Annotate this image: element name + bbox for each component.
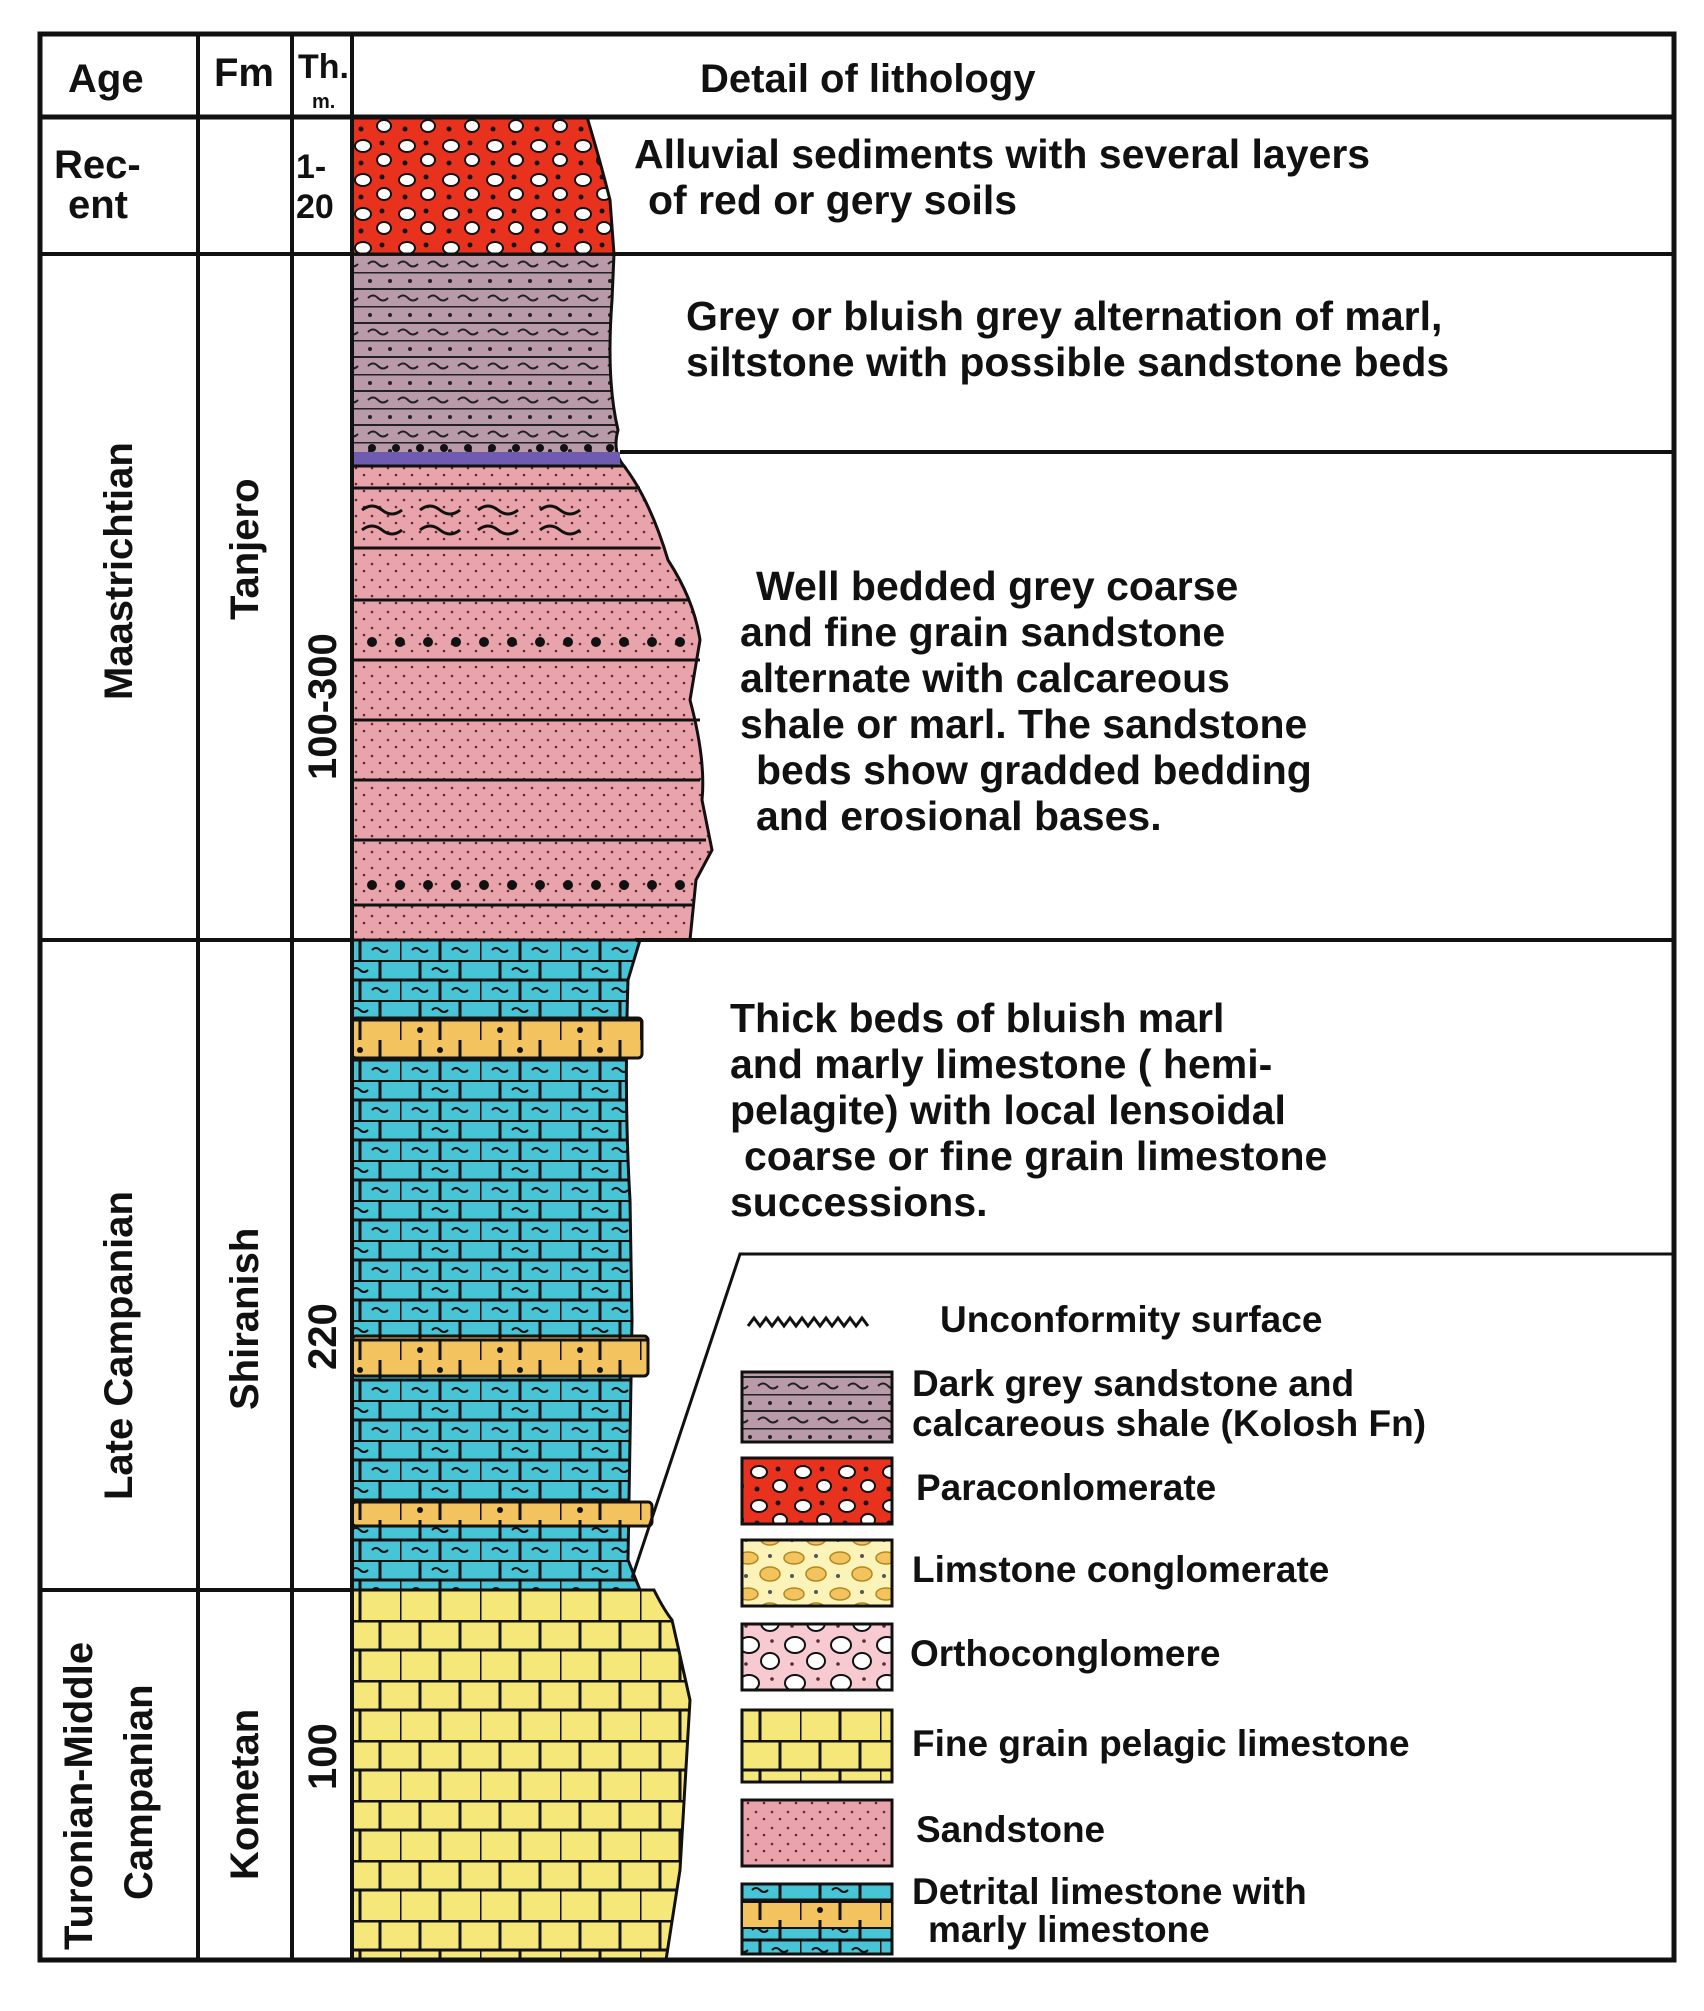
tanjero-sandstone-bed [350, 464, 714, 942]
sandstone-markings [352, 486, 706, 907]
desc-line: siltstone with possible sandstone beds [686, 339, 1449, 385]
header-th: Th. [298, 48, 349, 86]
desc-line: and erosional bases. [756, 793, 1162, 839]
limestone-conglomerate-swatch-icon [740, 1538, 894, 1608]
legend-label: Unconformity surface [940, 1299, 1322, 1340]
pelagic-limestone-swatch-icon [740, 1708, 894, 1784]
thickness-recent-line-2: 20 [296, 188, 334, 226]
legend-item-pelagic-limestone: Fine grain pelagic limestone [740, 1708, 1410, 1784]
desc-line: beds show gradded bedding [756, 747, 1312, 793]
shiranish-orange-bed-1 [350, 1016, 644, 1060]
age-recent-line-1: Rec- [54, 143, 141, 187]
formation-shiranish: Shiranish [223, 1228, 267, 1410]
marl-siltstone-bed [350, 252, 628, 468]
recent-conglomerate-bed [350, 115, 616, 256]
formation-labels: Tanjero Shiranish Kometan [223, 478, 267, 1880]
desc-line: successions. [730, 1179, 988, 1225]
desc-line: and marly limestone ( hemi- [730, 1041, 1272, 1087]
legend-item-limestone-conglomerate: Limstone conglomerate [740, 1538, 1329, 1608]
header-age: Age [68, 57, 144, 101]
description-marl: Grey or bluish grey alternation of marl,… [686, 293, 1449, 385]
legend-item-sandstone: Sandstone [740, 1798, 1105, 1868]
thickness-tanjero: 100-300 [301, 633, 345, 780]
desc-line: alternate with calcareous [740, 655, 1230, 701]
pebble-rows [367, 444, 685, 890]
desc-line: Alluvial sediments with several layers [634, 131, 1370, 177]
legend-label: Dark grey sandstone and [912, 1363, 1354, 1404]
header-th-unit: m. [312, 91, 335, 113]
thickness-labels: 1- 20 100-300 220 100 [296, 148, 345, 1790]
kometan-limestone-bed [350, 1588, 692, 1962]
kolosh-swatch-icon [740, 1370, 894, 1444]
legend-label: calcareous shale (Kolosh Fn) [912, 1403, 1426, 1444]
age-labels: Rec- ent Maastrichtian Late Campanian Tu… [54, 143, 161, 1950]
description-recent: Alluvial sediments with several layers o… [634, 131, 1370, 223]
legend-item-kolosh: Dark grey sandstone and calcareous shale… [740, 1363, 1426, 1444]
description-tanjero-sandstone: Well bedded grey coarse and fine grain s… [740, 563, 1312, 839]
formation-tanjero: Tanjero [223, 478, 267, 620]
age-turonian-line-1: Turonian-Middle [57, 1642, 101, 1950]
desc-line: and fine grain sandstone [740, 609, 1225, 655]
legend: Unconformity surface Dark grey sandstone… [740, 1299, 1426, 1956]
table-grid [37, 31, 1677, 1963]
desc-line: Thick beds of bluish marl [730, 995, 1224, 1041]
desc-line: Grey or bluish grey alternation of marl, [686, 293, 1442, 339]
legend-label: Fine grain pelagic limestone [912, 1723, 1410, 1764]
sandstone-swatch-icon [740, 1798, 894, 1868]
thickness-recent-line-1: 1- [296, 148, 326, 186]
description-shiranish: Thick beds of bluish marl and marly lime… [730, 995, 1327, 1225]
age-maastrichtian: Maastrichtian [97, 442, 141, 700]
shiranish-limestone-bed [350, 938, 643, 1592]
shiranish-orange-bed-2 [350, 1334, 650, 1378]
legend-item-orthoconglomerate: Orthoconglomere [740, 1622, 1220, 1692]
legend-item-detrital-limestone: Detrital limestone with marly limestone [740, 1871, 1307, 1956]
table-header: Age Fm Th. m. Detail of lithology [68, 48, 1036, 113]
legend-label: Limstone conglomerate [912, 1549, 1329, 1590]
header-detail: Detail of lithology [700, 57, 1036, 101]
thickness-kometan: 100 [301, 1723, 345, 1790]
header-fm: Fm [214, 51, 274, 95]
thickness-shiranish: 220 [301, 1303, 345, 1370]
orthoconglomerate-swatch-icon [740, 1622, 894, 1692]
desc-line: coarse or fine grain limestone [744, 1133, 1327, 1179]
legend-label: Paraconlomerate [916, 1467, 1216, 1508]
zigzag-icon [746, 1315, 870, 1329]
age-turonian-line-2: Campanian [117, 1684, 161, 1900]
legend-label: Detrital limestone with [912, 1871, 1307, 1912]
desc-line: shale or marl. The sandstone [740, 701, 1307, 747]
unconformity-band [352, 452, 620, 466]
formation-kometan: Kometan [223, 1709, 267, 1880]
age-recent-line-2: ent [68, 183, 128, 227]
legend-item-paraconglomerate: Paraconlomerate [740, 1456, 1216, 1526]
shiranish-orange-bed-3 [350, 1500, 654, 1528]
legend-item-unconformity: Unconformity surface [746, 1299, 1322, 1340]
legend-label: Orthoconglomere [910, 1633, 1220, 1674]
paraconglomerate-swatch-icon [740, 1456, 894, 1526]
lithology-column [350, 115, 714, 1962]
legend-label: Sandstone [916, 1809, 1105, 1850]
legend-label: marly limestone [928, 1909, 1210, 1950]
desc-line: pelagite) with local lensoidal [730, 1087, 1286, 1133]
age-late-campanian: Late Campanian [97, 1191, 141, 1500]
desc-line: of red or gery soils [648, 177, 1017, 223]
desc-line: Well bedded grey coarse [756, 563, 1238, 609]
